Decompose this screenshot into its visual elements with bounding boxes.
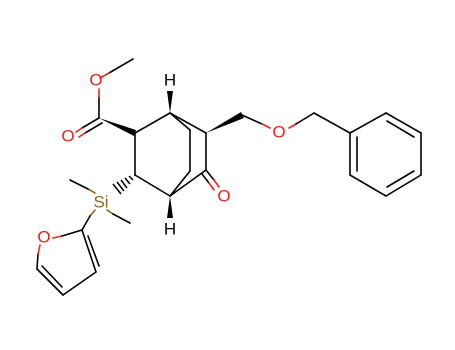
ch2-phenyl-bond — [313, 112, 351, 134]
si-methyl-down-bond — [112, 213, 131, 224]
bridgehead-hydrogen-bottom-label: H — [164, 220, 176, 239]
ester-oxygen-label: O — [89, 71, 102, 90]
furan-bond-c3-c4 — [62, 271, 97, 296]
ester-wedge-bond — [99, 118, 136, 136]
bridgehead-bottom-wedge — [167, 196, 173, 218]
o-ch2-bond-red — [288, 123, 297, 129]
ring-bond-2 — [169, 112, 207, 134]
furan-bond-c5-o-red — [37, 244, 41, 255]
si-furyl-bond-si — [89, 209, 96, 217]
furan-oxygen-label: O — [37, 228, 50, 247]
ether-oxygen-label: O — [272, 123, 285, 142]
carbonyl-double-bond-b — [84, 122, 103, 134]
phenyl-bond-5 — [349, 174, 387, 197]
methyl-bond — [108, 58, 134, 74]
ketone-double-bond-b-red — [208, 182, 215, 191]
carbonyl-double-bond-b-red — [78, 132, 86, 138]
furan-double-c2-c3 — [87, 235, 100, 267]
furan-bond-c2-c3 — [81, 229, 97, 273]
ketone-oxygen-label: O — [217, 187, 230, 206]
ester-o-to-methyl-bond — [99, 72, 110, 79]
si-methyl-down-bond-si — [106, 209, 114, 215]
ketone-double-bond-a — [205, 169, 215, 181]
bridgehead-top-wedge — [167, 91, 173, 113]
si-methyl-up-bond — [69, 179, 89, 190]
ring-bond-4 — [134, 174, 171, 197]
ketone-double-bond-b — [201, 173, 210, 184]
ring-bond-1 — [134, 112, 171, 134]
furan-double-c4-c5 — [41, 265, 63, 288]
ring-bond-8 — [169, 170, 191, 197]
furan-bond-o-c2 — [61, 229, 83, 237]
furan-bond-o-c2-red — [52, 235, 63, 239]
phenyl-bond-4 — [385, 174, 422, 197]
ring-bond-6 — [169, 112, 191, 131]
silicon-label: Si — [93, 193, 108, 212]
bridgehead-hydrogen-top-label: H — [164, 71, 176, 90]
ch2-o-bond — [241, 114, 263, 125]
silyl-hash-bond — [112, 175, 136, 195]
furan-bond-c4-c5 — [36, 268, 64, 296]
sidechain-wedge-bond — [206, 112, 244, 133]
o-ch2-bond — [295, 112, 315, 125]
ch2-o-bond-red — [261, 123, 271, 129]
carbonyl-double-bond-a — [81, 117, 100, 129]
si-methyl-up-bond-si — [87, 188, 96, 194]
phenyl-inner-bond-2 — [386, 170, 415, 188]
si-furyl-bond — [81, 215, 91, 231]
phenyl-bond-2 — [385, 112, 422, 134]
carbonyl-oxygen-label: O — [61, 127, 74, 146]
ketone-double-bond-a-red — [213, 179, 220, 188]
phenyl-bond-1 — [349, 112, 387, 134]
ring-bond-9 — [169, 169, 207, 197]
phenyl-inner-bond-1 — [386, 120, 415, 138]
furan-bond-c5-o — [36, 253, 39, 270]
carbonyl-double-bond-a-red — [75, 127, 83, 133]
